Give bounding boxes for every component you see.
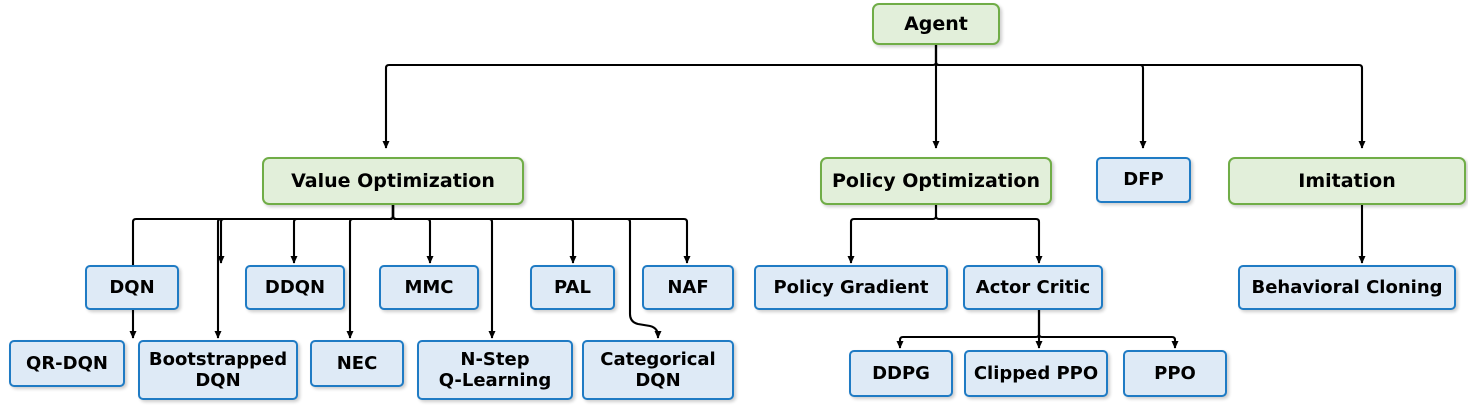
edges-actor-critic [896, 310, 1179, 349]
node-label: MMC [404, 276, 454, 298]
node-categorical-dqn[interactable]: Categorical DQN [582, 340, 734, 400]
node-label: NEC [336, 352, 378, 374]
node-behavioral-cloning[interactable]: Behavioral Cloning [1238, 265, 1456, 310]
node-label: N-Step Q-Learning [438, 348, 552, 391]
node-ddqn[interactable]: DDQN [245, 265, 345, 310]
node-nec[interactable]: NEC [310, 340, 404, 387]
node-label: PAL [554, 276, 591, 298]
node-label: Value Optimization [291, 169, 495, 192]
node-label: QR-DQN [26, 352, 108, 374]
node-label: Agent [904, 12, 968, 35]
node-mmc[interactable]: MMC [379, 265, 479, 310]
node-label: PPO [1154, 362, 1196, 384]
node-label: DQN [109, 276, 155, 298]
node-pal[interactable]: PAL [530, 265, 615, 310]
node-label: NAF [667, 276, 709, 298]
node-n-step-q-learning[interactable]: N-Step Q-Learning [417, 340, 573, 400]
node-label: Categorical DQN [600, 348, 716, 391]
node-label: DDPG [872, 362, 930, 384]
node-label: Policy Gradient [773, 276, 929, 298]
node-bootstrapped-dqn[interactable]: Bootstrapped DQN [138, 340, 298, 400]
edges-agent-level [382, 45, 1366, 149]
node-label: DDQN [264, 276, 326, 298]
edges-policy-optimization [847, 205, 1043, 264]
node-label: Clipped PPO [973, 362, 1099, 384]
node-ppo[interactable]: PPO [1123, 350, 1227, 397]
node-naf[interactable]: NAF [642, 265, 734, 310]
node-policy-gradient[interactable]: Policy Gradient [754, 265, 948, 310]
node-label: DFP [1123, 169, 1164, 191]
node-label: Imitation [1298, 169, 1396, 192]
node-label: Policy Optimization [832, 169, 1040, 192]
node-label: Bootstrapped DQN [148, 348, 288, 391]
node-ddpg[interactable]: DDPG [849, 350, 953, 397]
node-dqn[interactable]: DQN [85, 265, 179, 310]
node-label: Behavioral Cloning [1251, 276, 1443, 298]
node-policy-optimization[interactable]: Policy Optimization [820, 157, 1052, 205]
node-imitation[interactable]: Imitation [1228, 157, 1466, 205]
node-agent[interactable]: Agent [872, 3, 1000, 45]
node-actor-critic[interactable]: Actor Critic [963, 265, 1103, 310]
node-label: Actor Critic [975, 276, 1091, 298]
node-dfp[interactable]: DFP [1096, 157, 1191, 203]
node-value-optimization[interactable]: Value Optimization [262, 157, 524, 205]
node-clipped-ppo[interactable]: Clipped PPO [964, 350, 1108, 397]
node-qr-dqn[interactable]: QR-DQN [9, 340, 125, 387]
